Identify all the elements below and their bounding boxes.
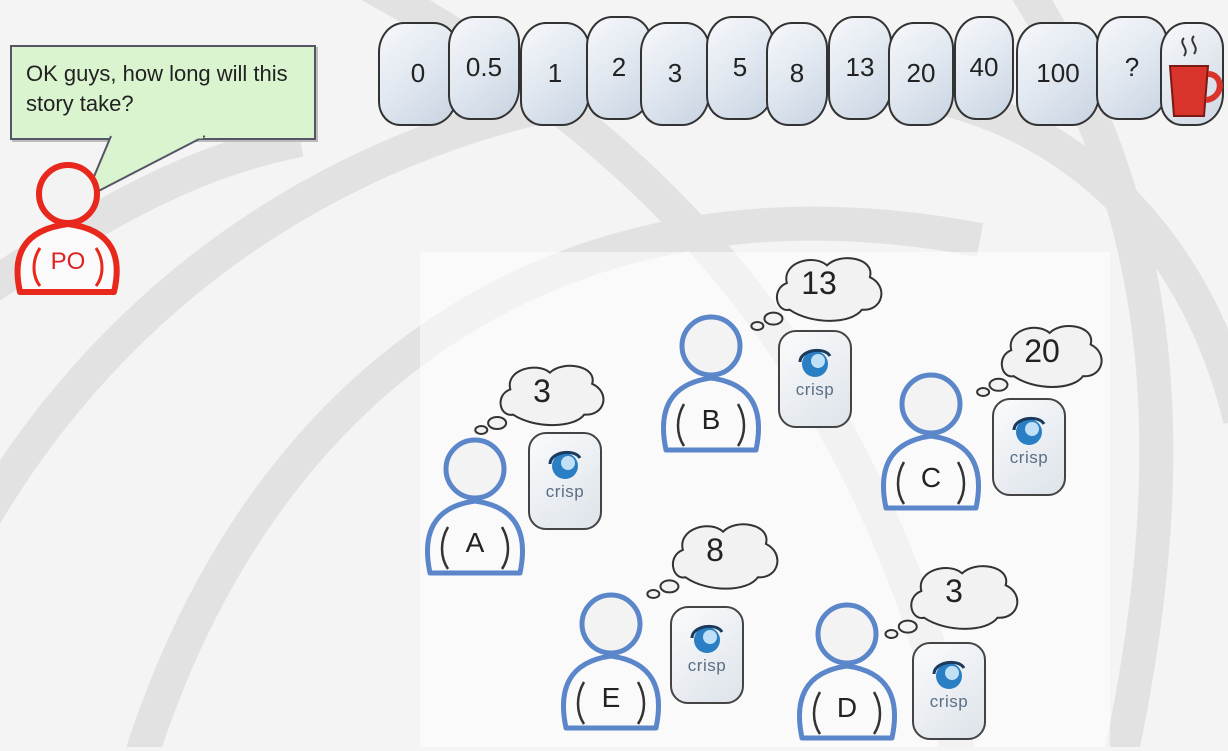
thought-bubble-d: 3: [884, 560, 1022, 639]
crisp-logo-word: crisp: [929, 692, 969, 711]
crisp-logo-icon: [798, 348, 832, 377]
estimate-card: 0.5: [448, 16, 520, 120]
person-icon: [561, 592, 661, 731]
team-member-label: A: [465, 527, 485, 558]
estimate-thought-label: 8: [706, 531, 724, 568]
estimate-card-label: 40: [969, 52, 999, 82]
estimate-card: 8: [766, 22, 828, 126]
estimate-card-label: 13: [845, 52, 875, 82]
estimate-card-label: 5: [732, 52, 748, 82]
thought-bubble-a: 3: [474, 360, 608, 435]
coffee-cup-icon: [1168, 35, 1223, 117]
estimate-card: 40: [954, 16, 1014, 120]
crisp-logo-word: crisp: [687, 656, 727, 675]
coffee-break-card: [1160, 22, 1224, 126]
estimate-card: 20: [888, 22, 954, 126]
po-speech-bubble: OK guys, how long will this story take?: [10, 45, 316, 140]
estimate-card-label: 0.5: [465, 52, 503, 82]
estimate-card-label: 3: [667, 58, 683, 88]
estimate-thought-label: 13: [801, 265, 837, 302]
estimate-card: 13: [828, 16, 892, 120]
crisp-logo-icon: [548, 450, 582, 479]
team-member-label: C: [920, 462, 942, 493]
team-member-d: D: [792, 600, 902, 746]
person-icon: [425, 437, 525, 576]
person-icon: [797, 602, 897, 741]
estimate-card: 100: [1016, 22, 1100, 126]
team-member-c: C: [876, 370, 986, 516]
estimate-card: ?: [1096, 16, 1168, 120]
estimate-thought-label: 3: [533, 372, 551, 409]
estimate-card-label: 8: [789, 58, 805, 88]
crisp-estimate-card: crisp: [778, 330, 852, 428]
crisp-estimate-card: crisp: [670, 606, 744, 704]
thought-cloud-icon: [474, 364, 605, 435]
crisp-estimate-card: crisp: [992, 398, 1066, 496]
estimate-card-label: ?: [1124, 52, 1140, 82]
crisp-logo-icon: [932, 660, 966, 689]
team-member-label: E: [601, 682, 621, 713]
po-person-icon: [14, 162, 120, 295]
crisp-estimate-card: crisp: [528, 432, 602, 530]
team-member-e: E: [556, 590, 666, 736]
crisp-logo-icon: [1012, 416, 1046, 445]
thought-bubble-b: 13: [750, 252, 886, 331]
estimate-card-label: 20: [906, 58, 936, 88]
product-owner-figure: PO: [10, 160, 125, 300]
po-label: PO: [50, 248, 86, 275]
estimate-thought-label: 20: [1024, 332, 1060, 369]
crisp-logo-word: crisp: [1009, 448, 1049, 467]
po-speech-text: OK guys, how long will this story take?: [26, 61, 288, 116]
thought-bubble-e: 8: [646, 518, 782, 599]
estimate-card-label: 100: [1036, 58, 1080, 88]
thought-cloud-icon: [646, 523, 779, 599]
team-member-label: B: [701, 404, 721, 435]
crisp-logo-word: crisp: [795, 380, 835, 399]
thought-cloud-icon: [750, 257, 883, 331]
thought-cloud-icon: [976, 325, 1103, 397]
estimate-card: 3: [640, 22, 710, 126]
estimate-card: 0: [378, 22, 458, 126]
estimate-card-label: 0: [410, 58, 426, 88]
thought-bubble-c: 20: [976, 320, 1106, 397]
team-member-a: A: [420, 435, 530, 581]
crisp-logo-word: crisp: [545, 482, 585, 501]
crisp-logo-icon: [690, 624, 724, 653]
team-member-b: B: [656, 312, 766, 458]
person-icon: [661, 314, 761, 453]
crisp-estimate-card: crisp: [912, 642, 986, 740]
estimate-card-label: 2: [611, 52, 627, 82]
thought-cloud-icon: [884, 565, 1019, 639]
team-member-label: D: [836, 692, 858, 723]
estimate-thought-label: 3: [945, 573, 963, 610]
estimate-card: 5: [706, 16, 774, 120]
person-icon: [881, 372, 981, 511]
estimate-card-label: 1: [547, 58, 563, 88]
estimate-card: 1: [520, 22, 590, 126]
